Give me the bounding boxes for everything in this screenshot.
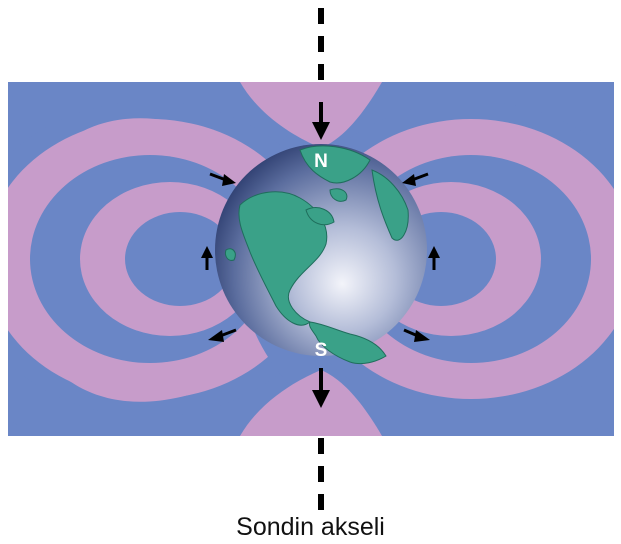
left-side-arrow-icon [201,246,213,270]
right-side-arrow-icon [428,246,440,270]
upper-left-arrow-icon [209,172,236,186]
upper-right-arrow-icon [402,172,429,186]
south-polar-region [240,370,382,436]
continents [225,145,409,365]
axis-caption: Sondin akseli [236,513,385,541]
earth-globe: N S [215,144,427,365]
north-pole-arrow-icon [312,102,330,140]
north-label: N [314,151,328,172]
lower-right-arrow-icon [403,328,430,342]
field-arrows [201,102,440,408]
lower-left-arrow-icon [208,328,237,342]
south-label: S [315,340,328,361]
south-pole-arrow-icon [312,368,330,408]
north-polar-region [240,82,382,148]
